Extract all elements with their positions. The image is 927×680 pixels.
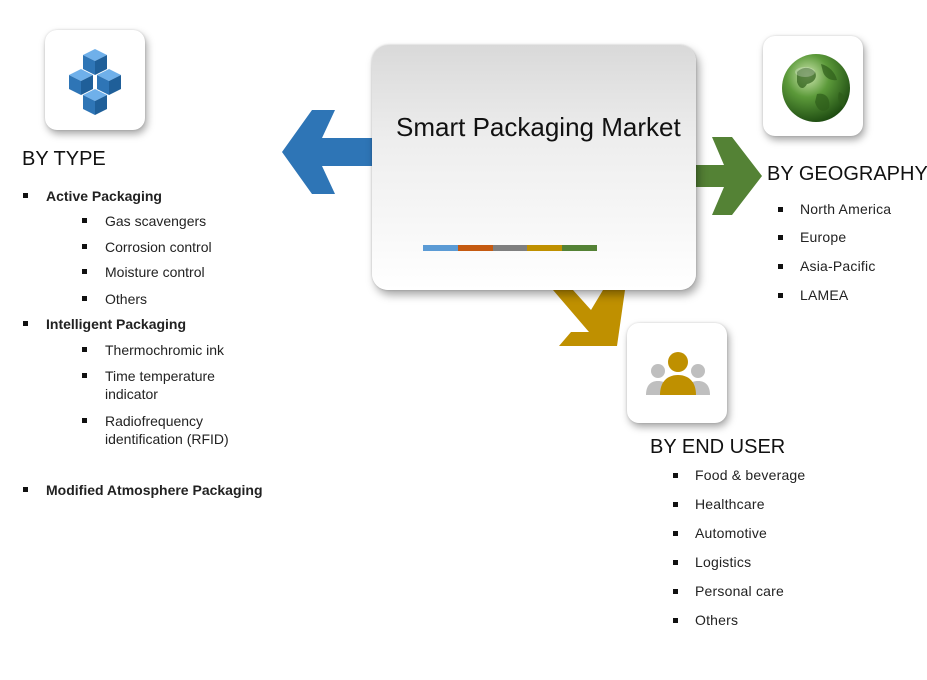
market-title: Smart Packaging Market xyxy=(396,112,681,142)
people-icon xyxy=(646,352,710,395)
type-item: Radiofrequency identification (RFID) xyxy=(23,412,270,448)
type-item: Corrosion control xyxy=(23,238,343,256)
globe-icon xyxy=(782,54,850,122)
type-group-label: Modified Atmosphere Packaging xyxy=(23,482,343,498)
by-end-user-heading: BY END USER xyxy=(650,436,786,458)
arrow-to-end-user-shape xyxy=(553,290,625,346)
type-item: Gas scavengers xyxy=(23,212,343,230)
geography-tile xyxy=(763,36,863,136)
end-user-item: Healthcare xyxy=(673,496,805,512)
by-geography-heading: BY GEOGRAPHY xyxy=(767,163,927,185)
end-user-item: Others xyxy=(673,612,805,628)
arrow-to-type xyxy=(282,110,376,194)
by-type-list: Active Packaging Gas scavengers Corrosio… xyxy=(23,188,343,498)
center-box xyxy=(372,45,696,290)
type-item: Moisture control xyxy=(23,263,343,281)
arrow-to-geography-shape xyxy=(694,137,762,215)
color-bar-segment-green xyxy=(562,245,597,251)
color-bar-segment-gold xyxy=(527,245,563,251)
end-user-item: Personal care xyxy=(673,583,805,599)
type-group-label: Active Packaging xyxy=(23,188,343,204)
type-item: Time temperature indicator xyxy=(23,367,250,403)
type-group-label: Intelligent Packaging xyxy=(23,316,343,332)
end-user-item: Automotive xyxy=(673,525,805,541)
arrow-to-geography xyxy=(694,137,762,215)
arrow-to-end-user xyxy=(553,290,625,346)
end-user-tile xyxy=(627,323,727,423)
by-type-heading: BY TYPE xyxy=(22,148,106,170)
geography-item: Europe xyxy=(778,229,891,245)
color-bar-segment-gray xyxy=(492,245,528,251)
color-bar-segment-blue xyxy=(423,245,458,251)
by-end-user-list: Food & beverage Healthcare Automotive Lo… xyxy=(673,467,805,628)
type-item: Others xyxy=(23,290,343,308)
color-bar xyxy=(423,245,597,251)
by-geography-list: North America Europe Asia-Pacific LAMEA xyxy=(778,201,891,303)
type-item: Thermochromic ink xyxy=(23,341,343,359)
color-bar-segment-orange xyxy=(457,245,493,251)
end-user-item: Logistics xyxy=(673,554,805,570)
end-user-item: Food & beverage xyxy=(673,467,805,483)
geography-item: Asia-Pacific xyxy=(778,258,891,274)
arrow-to-type-shape xyxy=(282,110,376,194)
geography-item: North America xyxy=(778,201,891,217)
geography-item: LAMEA xyxy=(778,287,891,303)
type-tile xyxy=(45,30,145,130)
blocks-icon xyxy=(69,49,121,115)
